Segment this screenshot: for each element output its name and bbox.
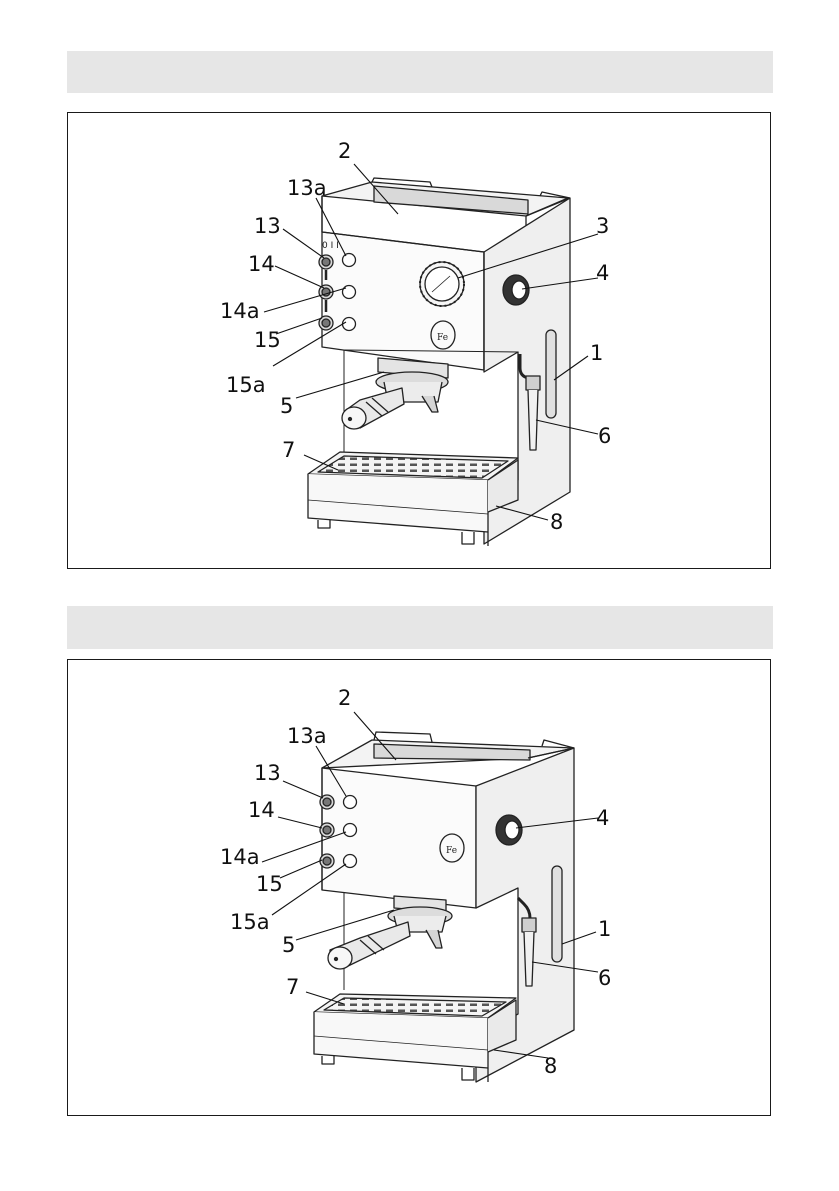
label-6: 6: [598, 424, 611, 448]
label-13: 13: [254, 214, 281, 238]
label-7: 7: [286, 975, 299, 999]
label-1: 1: [590, 341, 603, 365]
label-4: 4: [596, 806, 609, 830]
label-8: 8: [544, 1054, 557, 1078]
label-14a: 14a: [220, 299, 260, 323]
label-15a: 15a: [230, 910, 270, 934]
label-2: 2: [338, 686, 351, 710]
label-5: 5: [282, 933, 295, 957]
label-5: 5: [280, 394, 293, 418]
label-4: 4: [596, 261, 609, 285]
label-14a: 14a: [220, 845, 260, 869]
label-2: 2: [338, 139, 351, 163]
label-15a: 15a: [226, 373, 266, 397]
switch-marks-1: 0 I I: [322, 241, 339, 251]
espresso-machine-drawing-2: Fe: [314, 732, 574, 1082]
label-15: 15: [254, 328, 281, 352]
espresso-machine-drawing-1: Fe: [308, 178, 570, 546]
label-15: 15: [256, 872, 283, 896]
label-3: 3: [596, 214, 609, 238]
svg-text:Fe: Fe: [446, 846, 457, 856]
label-14: 14: [248, 252, 275, 276]
label-14: 14: [248, 798, 275, 822]
svg-text:Fe: Fe: [437, 333, 448, 343]
label-1: 1: [598, 917, 611, 941]
label-6: 6: [598, 966, 611, 990]
label-7: 7: [282, 438, 295, 462]
label-8: 8: [550, 510, 563, 534]
label-13a: 13a: [287, 724, 327, 748]
label-13a: 13a: [287, 176, 327, 200]
label-13: 13: [254, 761, 281, 785]
